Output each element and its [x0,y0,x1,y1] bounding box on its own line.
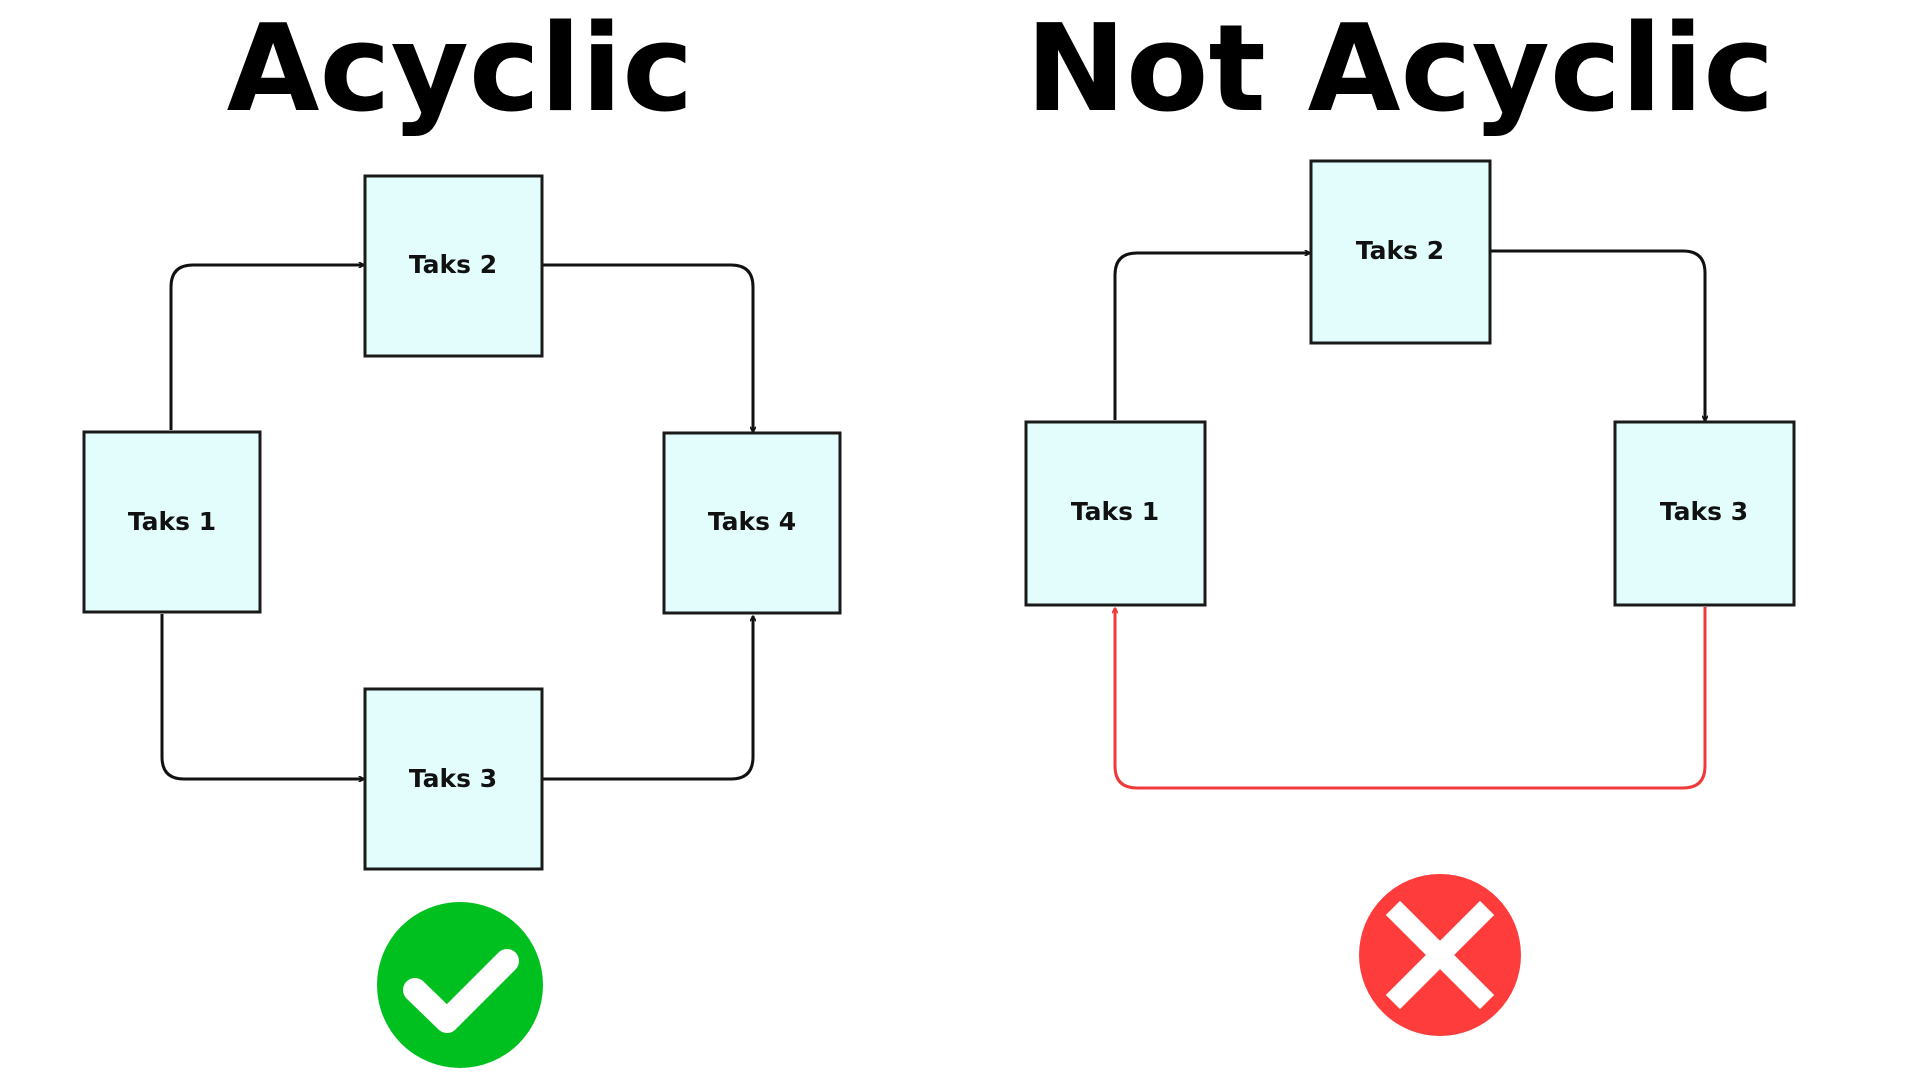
node-label: Taks 3 [409,764,497,793]
edge-task1-to-task2 [169,265,364,430]
cross-icon [1359,874,1521,1036]
edge-task3-to-task4 [543,616,753,781]
check-icon [377,902,543,1068]
node-label: Taks 1 [1071,497,1159,526]
node-task-1: Taks 1 [82,430,262,614]
edge-task2-to-task4 [543,263,753,432]
node-task-2: Taks 2 [363,174,544,358]
edge-task1-to-task3 [160,614,364,779]
edge-task3-to-task1-cycle [1115,607,1707,790]
acyclic-title: Acyclic [226,0,694,139]
not-acyclic-diagram: Taks 2 Taks 1 Taks 3 [1024,159,1796,1036]
acyclic-diagram: Taks 2 Taks 1 Taks 4 Taks 3 [82,174,842,1068]
node-label: Taks 3 [1660,497,1748,526]
node-task-2: Taks 2 [1309,159,1492,345]
edge-task1-to-task2 [1113,253,1310,420]
node-task-3: Taks 3 [1613,420,1796,607]
node-label: Taks 2 [409,250,497,279]
node-label: Taks 2 [1356,236,1444,265]
not-acyclic-title: Not Acyclic [1025,0,1775,139]
node-task-4: Taks 4 [662,431,842,615]
node-task-3: Taks 3 [363,687,544,871]
node-task-1: Taks 1 [1024,420,1207,607]
node-label: Taks 1 [128,507,216,536]
node-label: Taks 4 [708,507,796,536]
edge-task2-to-task3 [1491,249,1705,421]
